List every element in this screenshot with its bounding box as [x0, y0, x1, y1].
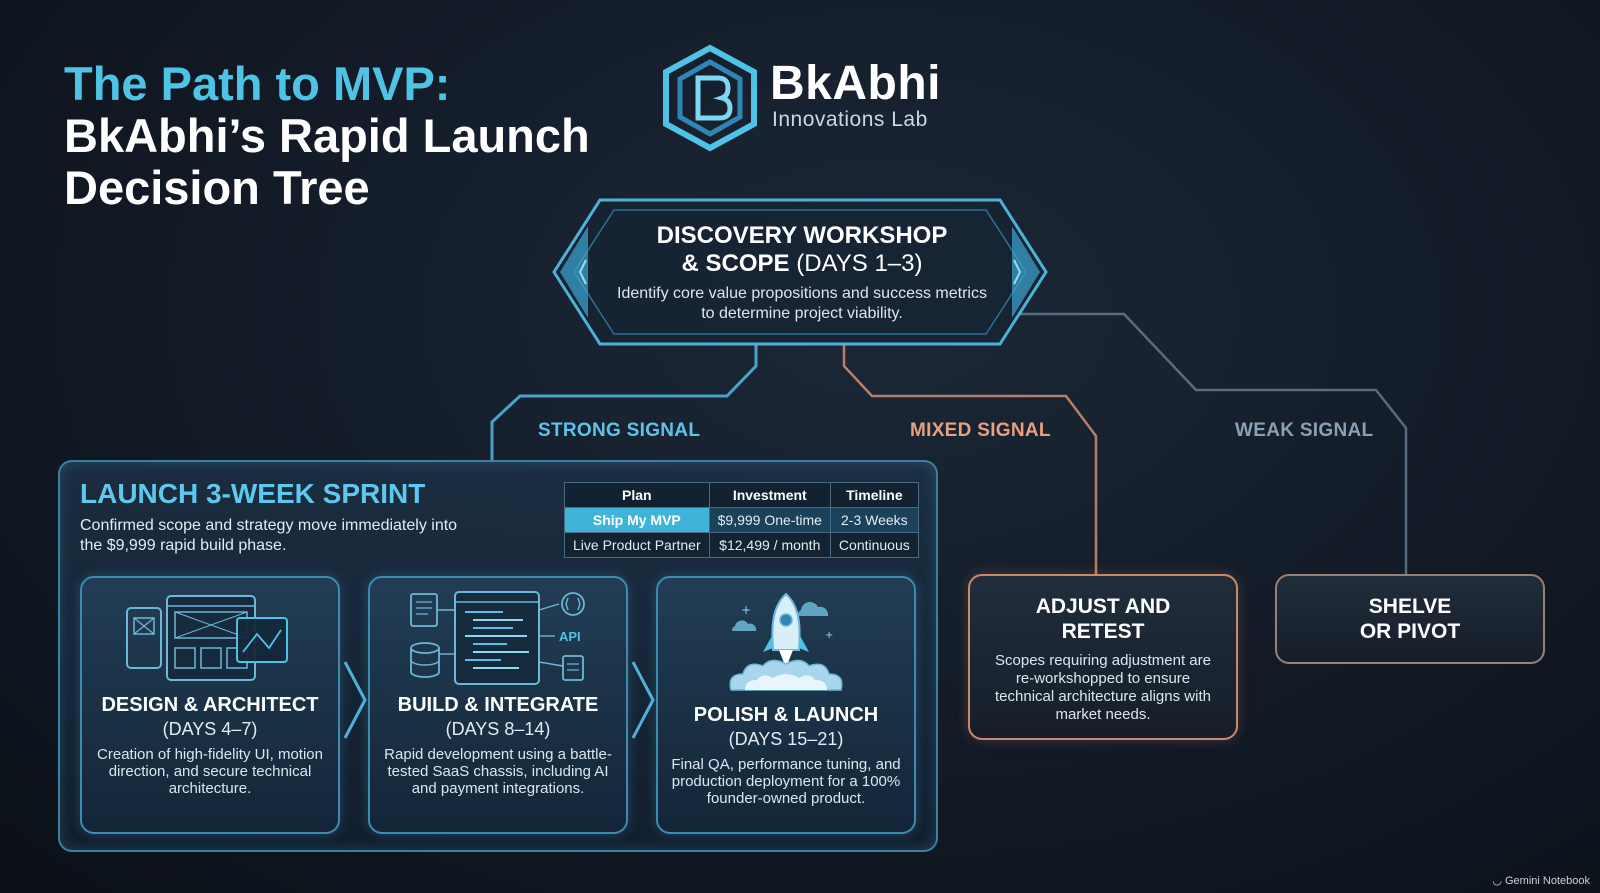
logo-name: BkAbhi	[770, 57, 941, 110]
discovery-days: (DAYS 1–3)	[796, 250, 923, 277]
table-cell: $12,499 / month	[708, 532, 831, 558]
sprint-title: LAUNCH 3-WEEK SPRINT	[80, 478, 426, 509]
adjust-retest-node: ADJUST AND RETEST Scopes requiring adjus…	[968, 574, 1238, 740]
table-cell: Live Product Partner	[564, 532, 710, 558]
table-row: Live Product Partner $12,499 / month Con…	[564, 532, 919, 558]
polish-launch-card: + + POLISH & LAUNCH (DAYS 15–21) Final Q…	[656, 576, 916, 834]
step-days: (DAYS 8–14)	[445, 719, 551, 739]
mixed-signal-connector	[842, 344, 1098, 574]
chevron-right-icon	[631, 661, 655, 739]
shelve-title-line-2: OR PIVOT	[1359, 620, 1461, 643]
step-description: Rapid development using a battle-tested …	[384, 746, 612, 797]
weak-signal-label: WEAK SIGNAL	[1235, 420, 1374, 441]
strong-signal-label: STRONG SIGNAL	[538, 420, 701, 441]
build-integrate-card: API BUILD & INTEGRATE (DAYS 8–14) Rapid …	[368, 576, 628, 834]
page-title: The Path to MVP: BkAbhi’s Rapid Launch D…	[64, 58, 624, 214]
rocket-launch-icon: + +	[729, 592, 843, 691]
chevron-right-icon	[343, 661, 367, 739]
shelve-title-line-1: SHELVE	[1368, 595, 1452, 618]
step-days: (DAYS 15–21)	[728, 729, 844, 749]
sprint-description: Confirmed scope and strategy move immedi…	[80, 517, 458, 554]
table-cell: Ship My MVP	[564, 507, 710, 533]
brand-watermark: ◡ Gemini Notebook	[1492, 874, 1590, 887]
table-header: Investment	[708, 482, 831, 508]
adjust-title-line-1: ADJUST AND	[1035, 595, 1171, 618]
design-architect-card: DESIGN & ARCHITECT (DAYS 4–7) Creation o…	[80, 576, 340, 834]
brand-text: Gemini Notebook	[1505, 875, 1590, 887]
svg-text:+: +	[741, 603, 751, 617]
discovery-title-line-1: DISCOVERY WORKSHOP	[656, 222, 948, 249]
step-description: Creation of high-fidelity UI, motion dir…	[97, 746, 323, 797]
api-label: API	[559, 629, 581, 644]
discovery-description: Identify core value propositions and suc…	[617, 285, 987, 322]
step-title: POLISH & LAUNCH	[693, 704, 879, 726]
weak-signal-connector	[1018, 312, 1408, 574]
brand-icon: ◡	[1492, 875, 1502, 887]
title-line-3: Decision Tree	[64, 161, 370, 214]
logo-subtitle: Innovations Lab	[772, 108, 928, 131]
table-row: Ship My MVP $9,999 One-time 2-3 Weeks	[564, 507, 919, 533]
table-cell: Continuous	[829, 532, 919, 558]
shelve-pivot-node: SHELVE OR PIVOT	[1275, 574, 1545, 664]
discovery-title-line-2: & SCOPE	[681, 250, 790, 277]
code-api-icon: API	[410, 591, 585, 685]
table-header-row: Plan Investment Timeline	[564, 482, 919, 508]
discovery-workshop-node: DISCOVERY WORKSHOP & SCOPE (DAYS 1–3) Id…	[612, 222, 992, 324]
hexagon-b-logo-icon	[663, 44, 757, 152]
step-description: Final QA, performance tuning, and produc…	[671, 756, 901, 807]
svg-text:+: +	[825, 630, 833, 641]
step-title: BUILD & INTEGRATE	[397, 694, 599, 716]
table-cell: $9,999 One-time	[708, 507, 831, 533]
wireframe-screens-icon	[126, 595, 288, 681]
title-line-1: The Path to MVP:	[64, 57, 451, 110]
title-line-2: BkAbhi’s Rapid Launch	[64, 109, 590, 162]
table-header: Plan	[564, 482, 710, 508]
adjust-description: Scopes requiring adjustment are re-works…	[995, 652, 1211, 723]
table-cell: 2-3 Weeks	[829, 507, 919, 533]
step-title: DESIGN & ARCHITECT	[101, 694, 319, 716]
strong-signal-connector	[490, 344, 758, 460]
discovery-hex-frame	[552, 198, 1048, 346]
pricing-table: Plan Investment Timeline Ship My MVP $9,…	[564, 482, 919, 558]
adjust-title-line-2: RETEST	[1061, 620, 1145, 643]
mixed-signal-label: MIXED SIGNAL	[910, 420, 1051, 441]
step-days: (DAYS 4–7)	[162, 719, 258, 739]
table-header: Timeline	[829, 482, 919, 508]
